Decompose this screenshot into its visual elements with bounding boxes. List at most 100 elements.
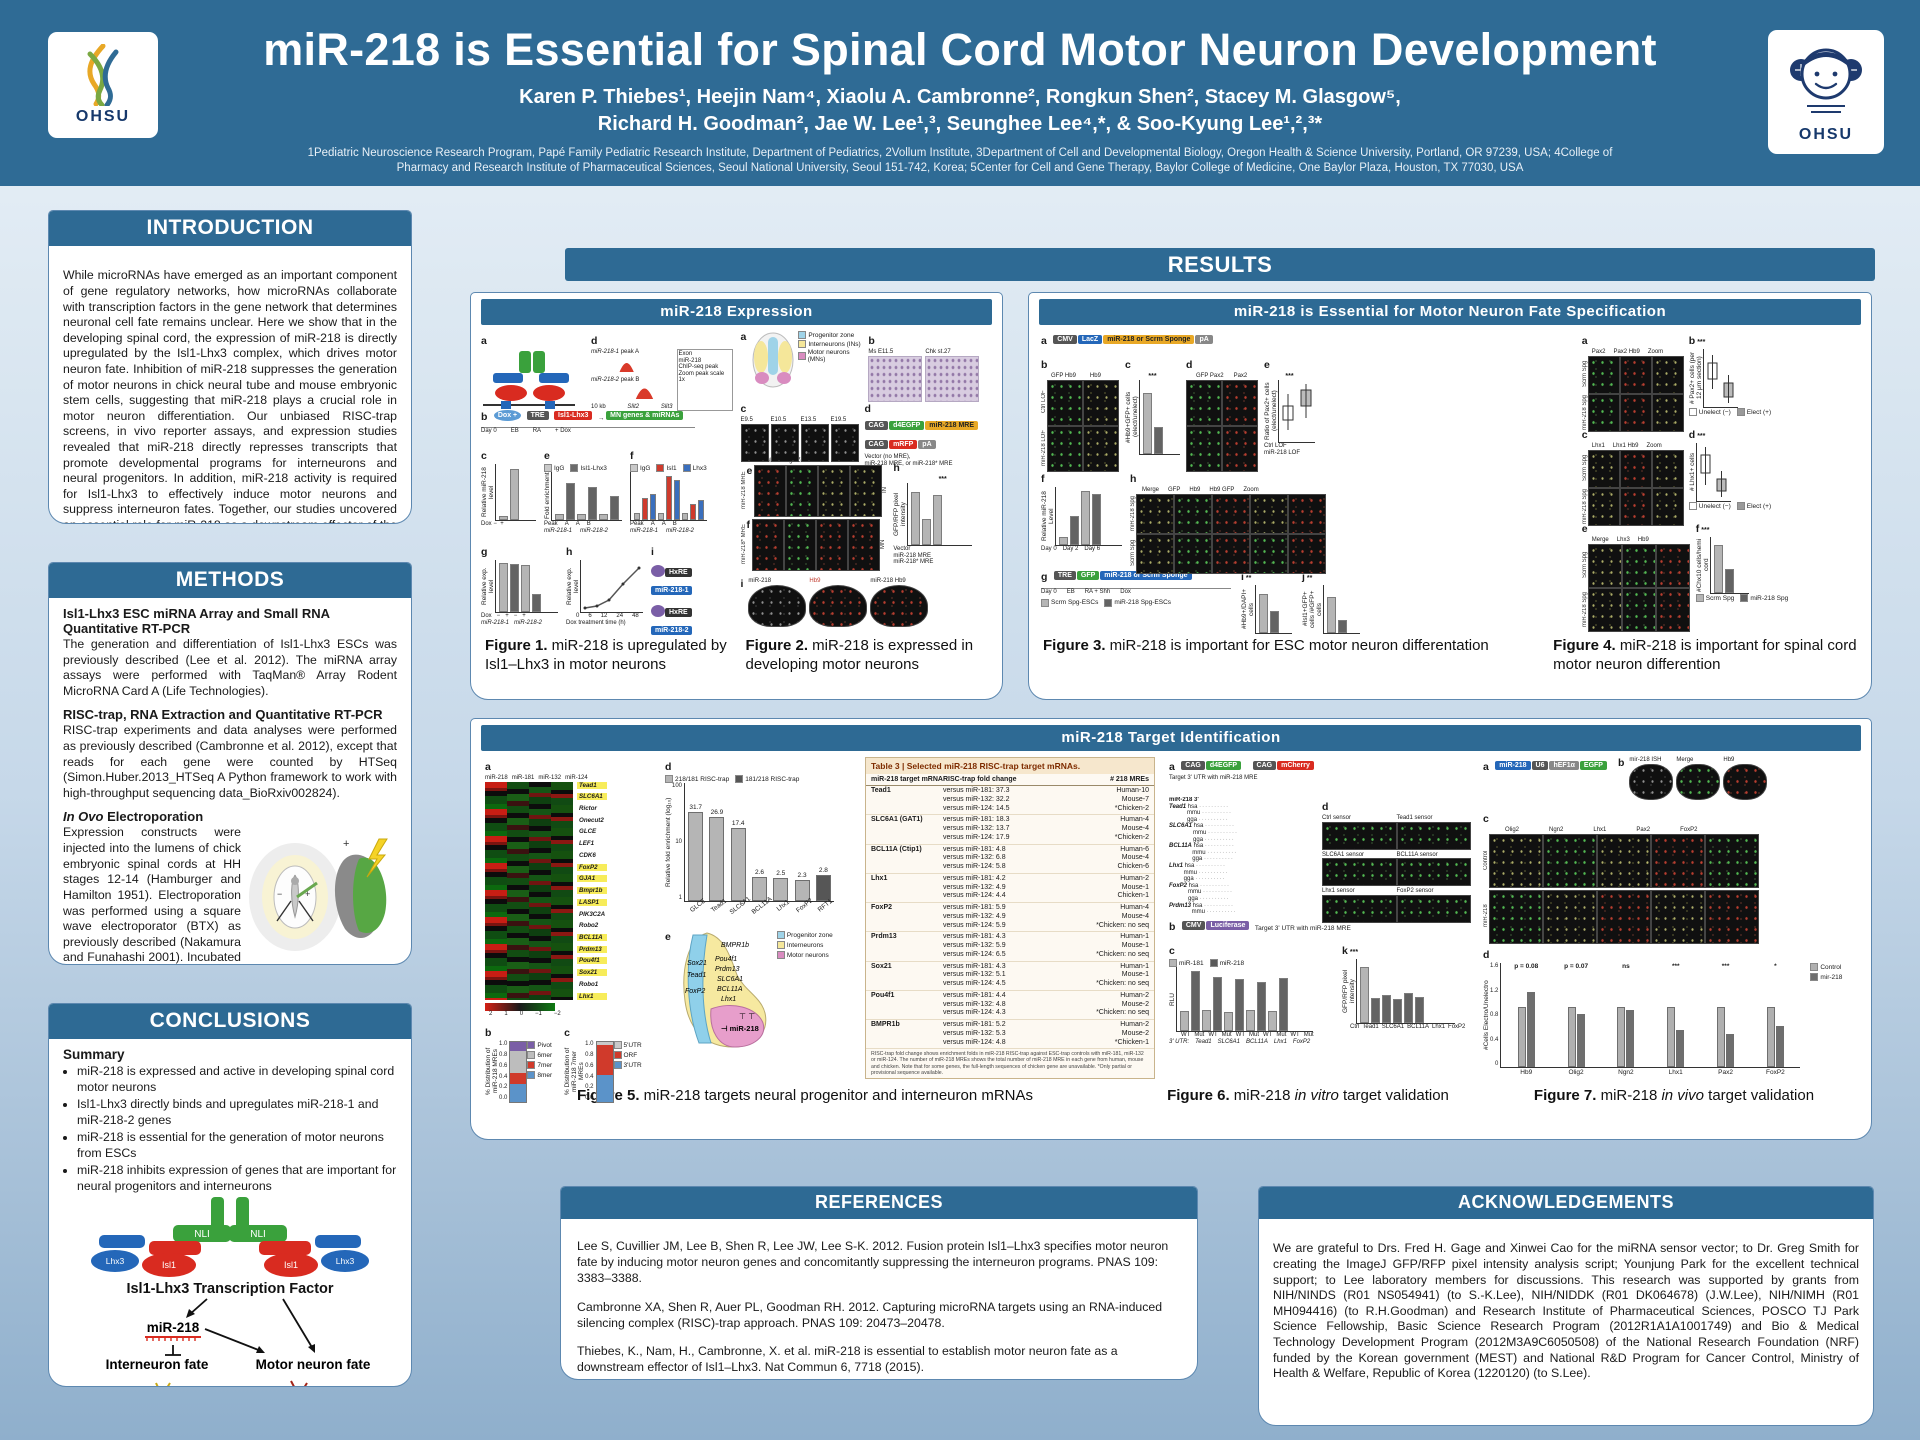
methods-h2: RISC-trap, RNA Extraction and Quantitati… — [63, 707, 383, 723]
fig4c-col-header: Lhx1 — [1591, 443, 1605, 449]
fig1f-group-label: miR-218-1 — [630, 527, 659, 534]
isl1-lhx3-pathway-diagram: NLI NLI Isl1 Isl1 Lhx3 Lhx3 Isl1-Lhx3 Tr… — [91, 1196, 371, 1372]
fig6-sensor-cell: SLC6A1 sensor — [1322, 852, 1397, 887]
fig1f-group-label: miR-218-2 — [666, 527, 695, 534]
svg-text:−: − — [277, 889, 282, 899]
fig4d-legend-item: Unelect (−) — [1688, 502, 1731, 510]
fig5a-scale-tick: −2 — [553, 1010, 561, 1017]
figure3-caption: Figure 3. miR-218 is important for ESC m… — [1043, 637, 1489, 654]
conclusion-bullet: miR-218 is essential for the generation … — [77, 1130, 397, 1162]
fig3g-timeline-step: Dox — [1120, 589, 1131, 595]
motor-neuron-illustration — [289, 1380, 308, 1386]
fig5d-ytick: 1 — [678, 895, 683, 901]
fig3f-x-label: Day 0 — [1041, 546, 1057, 552]
fig5e-legend-item: Progenitor zone — [776, 931, 833, 939]
fig4a-col-header: Pax2 — [1591, 349, 1606, 355]
fig1f-peak-label: A — [650, 521, 655, 527]
fig6-alignment-row: SLC6A1 mmu ·········· — [1191, 829, 1239, 836]
fig3g-timeline-step: Day 0 — [1041, 589, 1057, 595]
fig6-alignment-list: Tead1 hsa ··········Tead1 mmu ··········… — [1169, 804, 1316, 915]
fig5a-gene-label: Onecut2 — [579, 816, 604, 824]
fig1e-peak-label: Peak — [544, 521, 558, 527]
fig6k-x-label: FoxP2 — [1448, 1024, 1466, 1030]
fig6-alignment-row: BCL11A gga ·········· — [1190, 856, 1234, 863]
fig5b-legend-item: Pivot — [527, 1041, 552, 1050]
expression-box-title: miR-218 Expression — [481, 299, 992, 325]
fig6c-wt-mut-label: Mut — [1221, 1032, 1232, 1038]
fig6-sensor-cell: FoxP2 sensor — [1396, 888, 1471, 923]
fig6-alignment-row: BCL11A mmu ·········· — [1190, 849, 1238, 856]
mir218-label: miR-218 — [147, 1320, 200, 1335]
fig2-panel-c: c E9.5 E10.5 E13.5 E19.5 — [740, 399, 859, 462]
fig3g-timeline-step: RA + Shh — [1084, 589, 1111, 595]
fig3b-col-header: GFP Hb9 — [1051, 373, 1076, 379]
fig4e-col-header: Hb9 — [1637, 537, 1649, 543]
fig6-alignment-row: Prdm13 hsa ·········· — [1169, 902, 1235, 909]
svg-text:Sox21: Sox21 — [687, 960, 707, 967]
conclusions-bullets: miR-218 is expressed and active in devel… — [63, 1064, 397, 1195]
authors-line-2: Richard H. Goodman², Jae W. Lee¹,³, Seun… — [597, 113, 1323, 135]
fig3h-col-header: Hb9 — [1189, 487, 1201, 493]
fig6k-x-label: Ctrl — [1350, 1024, 1360, 1030]
conclusion-bullet: Isl1-Lhx3 directly binds and upregulates… — [77, 1097, 397, 1129]
svg-text:FoxP2: FoxP2 — [685, 988, 705, 995]
fig4d-legend: Unelect (−) Elect (+) — [1688, 502, 1771, 510]
fig2h-x-label: miR-218 MRE — [893, 552, 932, 559]
fig4e-col-header: Lhx3 — [1616, 537, 1630, 543]
reference-item: Thiebes, K., Nam, H., Cambronne, X. et a… — [577, 1343, 1118, 1374]
table3-title: Table 3 | Selected miR-218 RISC-trap tar… — [866, 758, 1154, 774]
fig1e-peak-label: B — [586, 521, 591, 527]
isl1-label-left: Isl1 — [162, 1260, 176, 1270]
fig4-panel-b: b*** # Pax2+ cells (per 12 μm section) U… — [1688, 335, 1772, 416]
fig3e-x-label: Ctrl LOF — [1264, 443, 1287, 449]
fig5b-legend-item: 6mer — [527, 1051, 552, 1060]
fig6c-wt-mut-label: Mut — [1249, 1032, 1260, 1038]
bar-group: ***Lhx1 — [1667, 963, 1685, 1076]
fig5a-gene-label: LEF1 — [579, 840, 595, 848]
reference-item: Cambronne XA, Shen R, Auer PL, Goodman R… — [577, 1299, 1163, 1330]
fig6k-x-label: SLC6A1 — [1381, 1024, 1405, 1030]
acknowledgements-panel: ACKNOWLEDGEMENTS We are grateful to Drs.… — [1258, 1186, 1874, 1426]
fig6c-group-label: SLC6A1 — [1217, 1038, 1240, 1045]
svg-text:SLC6A1: SLC6A1 — [717, 976, 743, 983]
fig2-panels-efg: RFPGFPMergeZoom miR-218 MRE e IN miR-218… — [741, 458, 888, 576]
fig7d-ytick: 0.4 — [1490, 1036, 1499, 1043]
methods-b3: Expression constructs were injected into… — [63, 825, 241, 965]
poster-title: miR-218 is Essential for Spinal Cord Mot… — [263, 24, 1657, 75]
fig2a-legend-item: Progenitor zone — [798, 331, 854, 339]
fig5d-ytick: 100 — [672, 783, 683, 789]
results-section-title: RESULTS — [565, 248, 1875, 281]
fig6k-x-label: BCL11A — [1407, 1024, 1430, 1030]
poster-header: OHSU miR-218 is Essential for Spinal Cor… — [0, 0, 1920, 186]
fig1e-legend-item: Isl1-Lhx3 — [570, 464, 607, 472]
interneuron-fate-label: Interneuron fate — [106, 1357, 209, 1372]
fig2-panel-i: i miR-218 Hb9 miR-218 Hb9 — [741, 578, 993, 630]
electroporation-illustration: − + + — [249, 838, 388, 952]
figure1-caption: Figure 1. miR-218 is upregulated by Isl1… — [485, 637, 727, 673]
fig5a-heatmap — [485, 781, 573, 1000]
fig1h-tick: 48 — [632, 613, 639, 619]
fig5a-gene-label: Prdm13 — [577, 945, 608, 953]
interneuron-illustration — [154, 1382, 171, 1386]
fig5a-gene-label: CDK6 — [579, 851, 596, 859]
svg-text:⊣ miR-218: ⊣ miR-218 — [721, 1024, 759, 1033]
fig4b-legend-item: Unelect (−) — [1688, 408, 1731, 416]
fig5d-legend-item: 181/218 RISC-trap — [735, 775, 799, 783]
fig4d-legend-item: Elect (+) — [1736, 502, 1771, 510]
